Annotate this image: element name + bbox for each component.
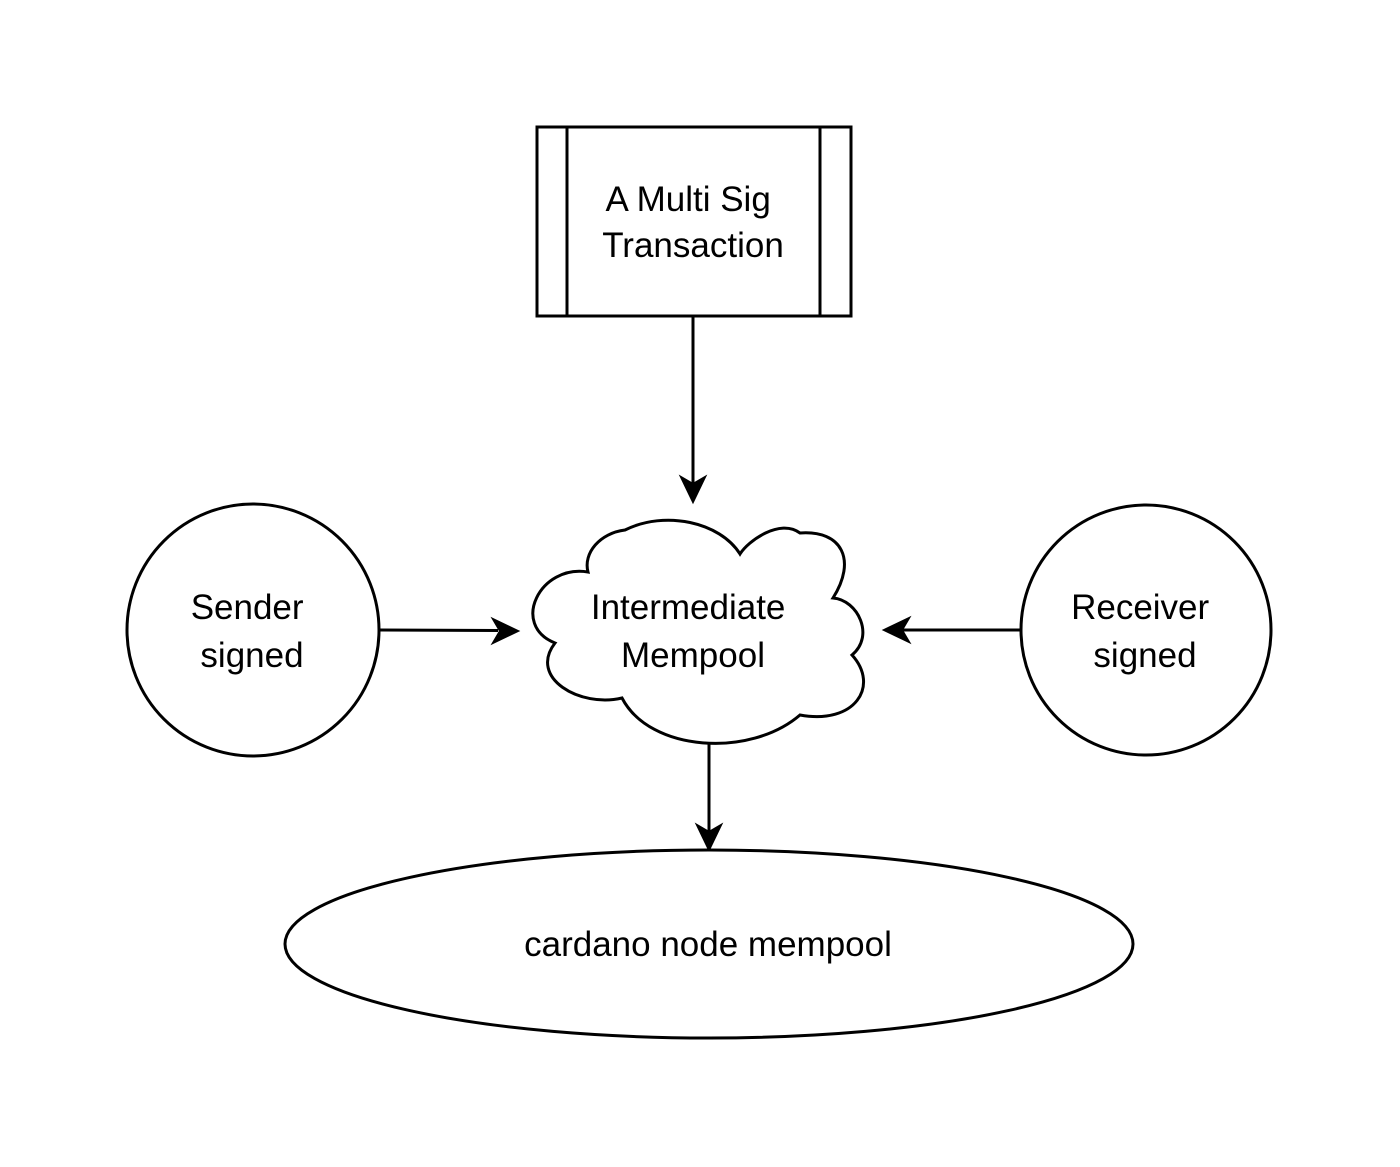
mempool-label-line-2: Mempool [621,636,765,675]
sender-label: Sender signed [191,588,314,675]
edge-mempool-to-cardano [694,743,724,853]
mempool-label: Intermediate Mempool [591,588,795,675]
transaction-label-line-1: A Multi Sig [605,180,770,219]
transaction-label: A Multi Sig Transaction [602,180,784,265]
sender-circle-shape [125,502,381,758]
receiver-label-line-1: Receiver [1071,588,1209,627]
ellipse-shape [283,848,1135,1040]
mempool-label-line-1: Intermediate [591,588,786,627]
process-box-shape [535,125,853,318]
node-receiver-signed: Receiver signed [1019,503,1273,757]
receiver-circle-shape [1019,503,1273,757]
edge-sender-to-mempool [378,616,521,646]
node-cardano-node-mempool: cardano node mempool [283,848,1135,1040]
cloud-shape [531,518,865,745]
node-intermediate-mempool: Intermediate Mempool [531,518,865,745]
sender-label-line-1: Sender [191,588,304,627]
sender-label-line-2: signed [200,636,303,675]
cardano-label: cardano node mempool [524,925,892,964]
cardano-label-line-1: cardano node mempool [524,925,892,964]
edge-transaction-to-mempool [678,316,708,505]
transaction-label-line-2: Transaction [602,226,784,265]
receiver-label: Receiver signed [1071,588,1219,675]
receiver-label-line-2: signed [1093,636,1196,675]
node-multisig-transaction: A Multi Sig Transaction [535,125,853,318]
node-sender-signed: Sender signed [125,502,381,758]
edge-receiver-to-mempool [881,615,1021,645]
